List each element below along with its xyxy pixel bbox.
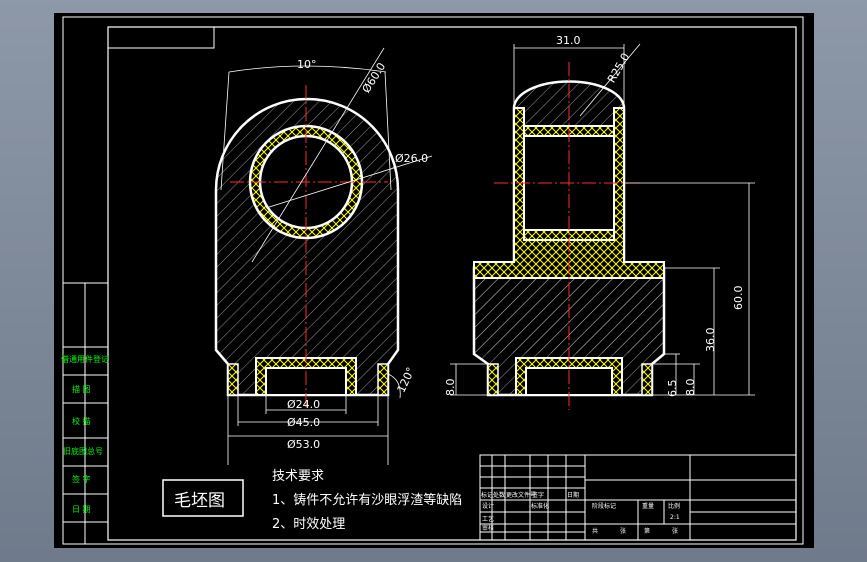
tb-row-label-4: 日期 bbox=[567, 491, 579, 499]
left-chamfer-pocket bbox=[227, 363, 239, 396]
tb-weight: 重量 bbox=[642, 502, 654, 510]
dim-text-36: 36.0 bbox=[704, 328, 717, 353]
tb-scale: 比例 bbox=[668, 502, 680, 510]
tb-approve: 审核 bbox=[482, 524, 494, 532]
tb-sheet-of: 第 bbox=[644, 527, 650, 535]
tb-row-label-2: 更改文件号 bbox=[506, 491, 536, 499]
canvas bbox=[54, 13, 814, 548]
notes-line-2: 2、时效处理 bbox=[272, 517, 345, 532]
front-view: 10° Ø60.0 Ø26.0 Ø24.0 Ø45.0 Ø53.0 120° bbox=[214, 47, 433, 465]
dim-text-dia26: Ø26.0 bbox=[395, 152, 428, 165]
title-stamp-box bbox=[162, 479, 244, 517]
dim-text-10deg: 10° bbox=[297, 58, 317, 71]
dim-text-6-5: 6.5 bbox=[666, 380, 679, 398]
side-left-pocket bbox=[487, 363, 499, 396]
notes-line-1: 1、铸件不允许有沙眼浮渣等缺陷 bbox=[272, 492, 462, 508]
title-stamp: 毛坯图 bbox=[174, 491, 225, 511]
tb-scale-value: 2:1 bbox=[670, 514, 680, 521]
left-column-labels: 借通用件登记 描 图 校 描 旧底图总号 签 字 日 期 bbox=[61, 354, 109, 514]
left-label-5: 日 期 bbox=[72, 505, 91, 514]
dim-arc-10deg bbox=[228, 65, 387, 73]
tb-stage-mark: 阶段标记 bbox=[592, 502, 616, 510]
left-label-0: 借通用件登记 bbox=[61, 354, 109, 364]
dim-text-8-left: 8.0 bbox=[444, 379, 457, 397]
left-column-table bbox=[63, 282, 108, 544]
tb-sheets-total: 共 bbox=[592, 527, 598, 535]
dim-arc-120deg bbox=[387, 373, 401, 399]
dim-text-dia24: Ø24.0 bbox=[287, 398, 320, 411]
right-chamfer-pocket bbox=[377, 363, 389, 396]
tb-sheet-no: 张 bbox=[620, 527, 626, 535]
outer-frame bbox=[62, 16, 804, 545]
tb-process: 工艺 bbox=[482, 515, 494, 523]
side-view: 31.0 R25.0 60.0 36.0 8.0 6.5 8.0 bbox=[444, 34, 755, 410]
dim-text-60: 60.0 bbox=[732, 286, 745, 311]
dim-line-10deg-right bbox=[384, 71, 392, 191]
dim-line-10deg-left bbox=[220, 71, 230, 191]
dim-text-dia45: Ø45.0 bbox=[287, 416, 320, 429]
tb-sheet-of-unit: 张 bbox=[672, 527, 678, 535]
dim-line-dia60 bbox=[251, 47, 385, 263]
left-label-3: 旧底图总号 bbox=[63, 446, 103, 456]
notes-heading: 技术要求 bbox=[272, 469, 324, 484]
title-block bbox=[479, 454, 797, 541]
left-label-4: 签 字 bbox=[72, 474, 91, 484]
dim-line-dia26 bbox=[265, 155, 433, 209]
dim-line-r25 bbox=[579, 43, 641, 117]
left-label-2: 校 描 bbox=[72, 416, 91, 426]
tb-row-label-0: 标记 bbox=[481, 491, 493, 499]
tb-row-label-1: 处数 bbox=[493, 491, 505, 499]
tb-row-label-3: 签字 bbox=[532, 491, 544, 499]
tb-standardization: 标准化 bbox=[531, 502, 549, 510]
left-label-1: 描 图 bbox=[72, 384, 91, 394]
dim-text-8-right: 8.0 bbox=[684, 379, 697, 397]
dim-text-31: 31.0 bbox=[556, 34, 581, 47]
code-box bbox=[107, 26, 215, 49]
side-right-pocket bbox=[641, 363, 653, 396]
dim-text-dia53: Ø53.0 bbox=[287, 438, 320, 451]
tb-design: 设计 bbox=[482, 502, 494, 510]
